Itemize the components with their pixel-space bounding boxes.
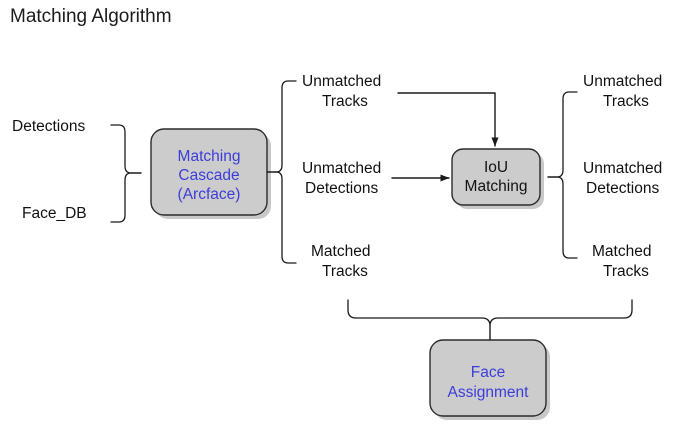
face-assignment-box[interactable]: [429, 339, 547, 417]
input-label-face-db: Face_DB: [22, 205, 87, 222]
iou-output-unmatched-detections-line1: Unmatched: [583, 160, 662, 177]
connector-unmatched-tracks-to-iou: [397, 92, 499, 147]
iou-output-matched-tracks-line1: Matched: [592, 243, 651, 260]
matching-cascade-label-line1: Matching: [178, 148, 241, 165]
iou-output-unmatched-detections-line2: Detections: [586, 180, 659, 197]
cascade-output-matched-tracks-line2: Tracks: [322, 263, 368, 280]
cascade-output-unmatched-tracks-line2: Tracks: [322, 93, 368, 110]
cascade-output-unmatched-detections-line1: Unmatched: [302, 160, 381, 177]
input-label-detections: Detections: [12, 118, 85, 135]
face-assignment-label-line2: Assignment: [448, 384, 530, 401]
iou-output-unmatched-tracks-line2: Tracks: [603, 93, 649, 110]
paren-open: (: [178, 186, 184, 203]
brace-inputs: [110, 124, 132, 223]
brace-iou-outputs: [556, 91, 578, 259]
page-title: Matching Algorithm: [10, 6, 172, 27]
cascade-output-unmatched-detections-line2: Detections: [305, 180, 378, 197]
brace-cascade-outputs: [275, 80, 297, 264]
face-assignment-label-line1: Face: [471, 364, 505, 381]
matching-cascade-label-line3: (Arcface): [178, 186, 241, 203]
cascade-output-matched-tracks-line1: Matched: [311, 243, 370, 260]
iou-output-unmatched-tracks-line1: Unmatched: [583, 73, 662, 90]
iou-matching-label-line2: Matching: [465, 178, 528, 195]
iou-matching-label-line1: IoU: [484, 159, 508, 176]
paren-close: ): [235, 186, 240, 203]
cascade-output-unmatched-tracks-line1: Unmatched: [302, 73, 381, 90]
iou-matching-box[interactable]: [451, 148, 541, 206]
arcface-model-name: Arcface: [183, 186, 236, 203]
iou-output-matched-tracks-line2: Tracks: [603, 263, 649, 280]
brace-matched-tracks-merge: [347, 299, 633, 327]
matching-cascade-label-line2: Cascade: [178, 167, 239, 184]
